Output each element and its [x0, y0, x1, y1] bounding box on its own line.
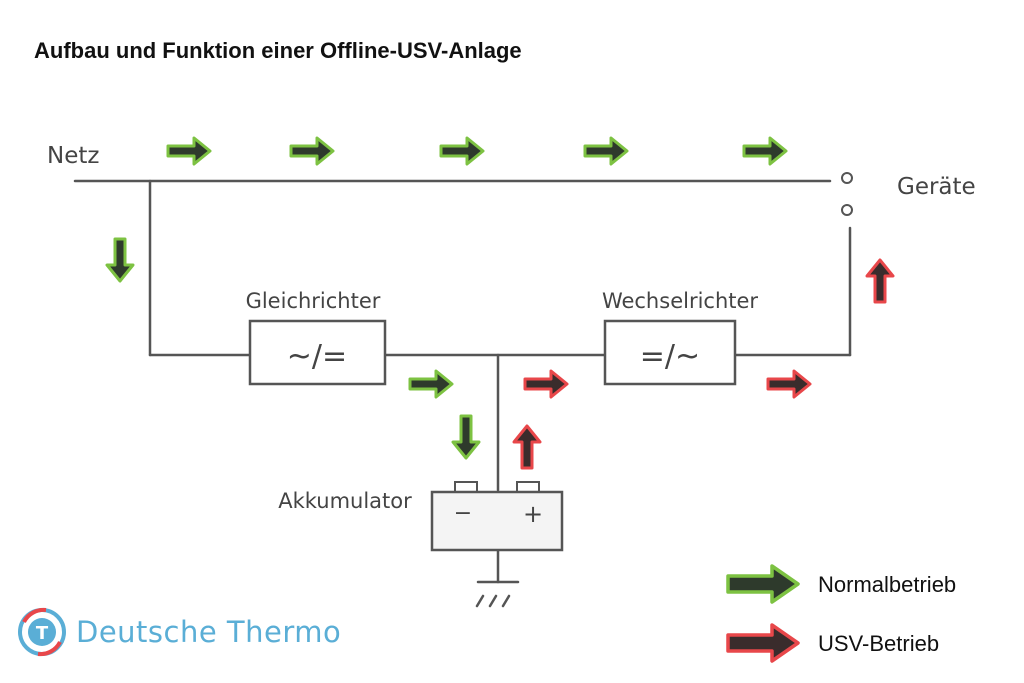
wechselrichter-symbol: =/~ [640, 339, 700, 374]
wechselrichter-label: Wechselrichter [602, 289, 758, 313]
battery-plus: + [523, 500, 543, 528]
brand-name: Deutsche Thermo [76, 615, 342, 649]
normal-arrow-8 [451, 414, 481, 460]
normal-arrow-5 [742, 136, 788, 166]
page-title: Aufbau und Funktion einer Offline-USV-An… [34, 38, 522, 63]
netz-label: Netz [47, 143, 99, 169]
usv-arrow-1 [523, 369, 569, 399]
legend-arrow-normal [726, 564, 800, 604]
normal-arrow-1 [166, 136, 212, 166]
wiring [73, 179, 852, 608]
legend-normal-label: Normalbetrieb [818, 572, 957, 597]
switch-contact-top [841, 172, 853, 184]
legend-usv-label: USV-Betrieb [818, 631, 940, 656]
brand-logo: T Deutsche Thermo [16, 606, 341, 658]
battery-minus: − [454, 501, 472, 526]
gleichrichter-symbol: ~/= [287, 339, 347, 374]
logo-letter: T [36, 623, 49, 644]
normal-arrow-3 [439, 136, 485, 166]
usv-arrow-3 [512, 424, 542, 470]
wechselrichter-box: =/~ [603, 319, 737, 386]
akkumulator-label: Akkumulator [278, 489, 412, 513]
normal-arrow-2 [289, 136, 335, 166]
usv-arrow-4 [865, 258, 895, 304]
switch-contact-bottom [841, 204, 853, 216]
usv-arrow-2 [766, 369, 812, 399]
legend-arrow-usv [726, 623, 800, 663]
geraete-label: Geräte [897, 174, 976, 200]
gleichrichter-box: ~/= [248, 319, 387, 386]
battery-icon: − + [430, 481, 564, 552]
gleichrichter-label: Gleichrichter [246, 289, 381, 313]
normal-arrow-4 [583, 136, 629, 166]
normal-arrow-7 [408, 369, 454, 399]
thermo-logo-icon: T [18, 607, 66, 657]
normal-arrow-6 [105, 237, 135, 283]
